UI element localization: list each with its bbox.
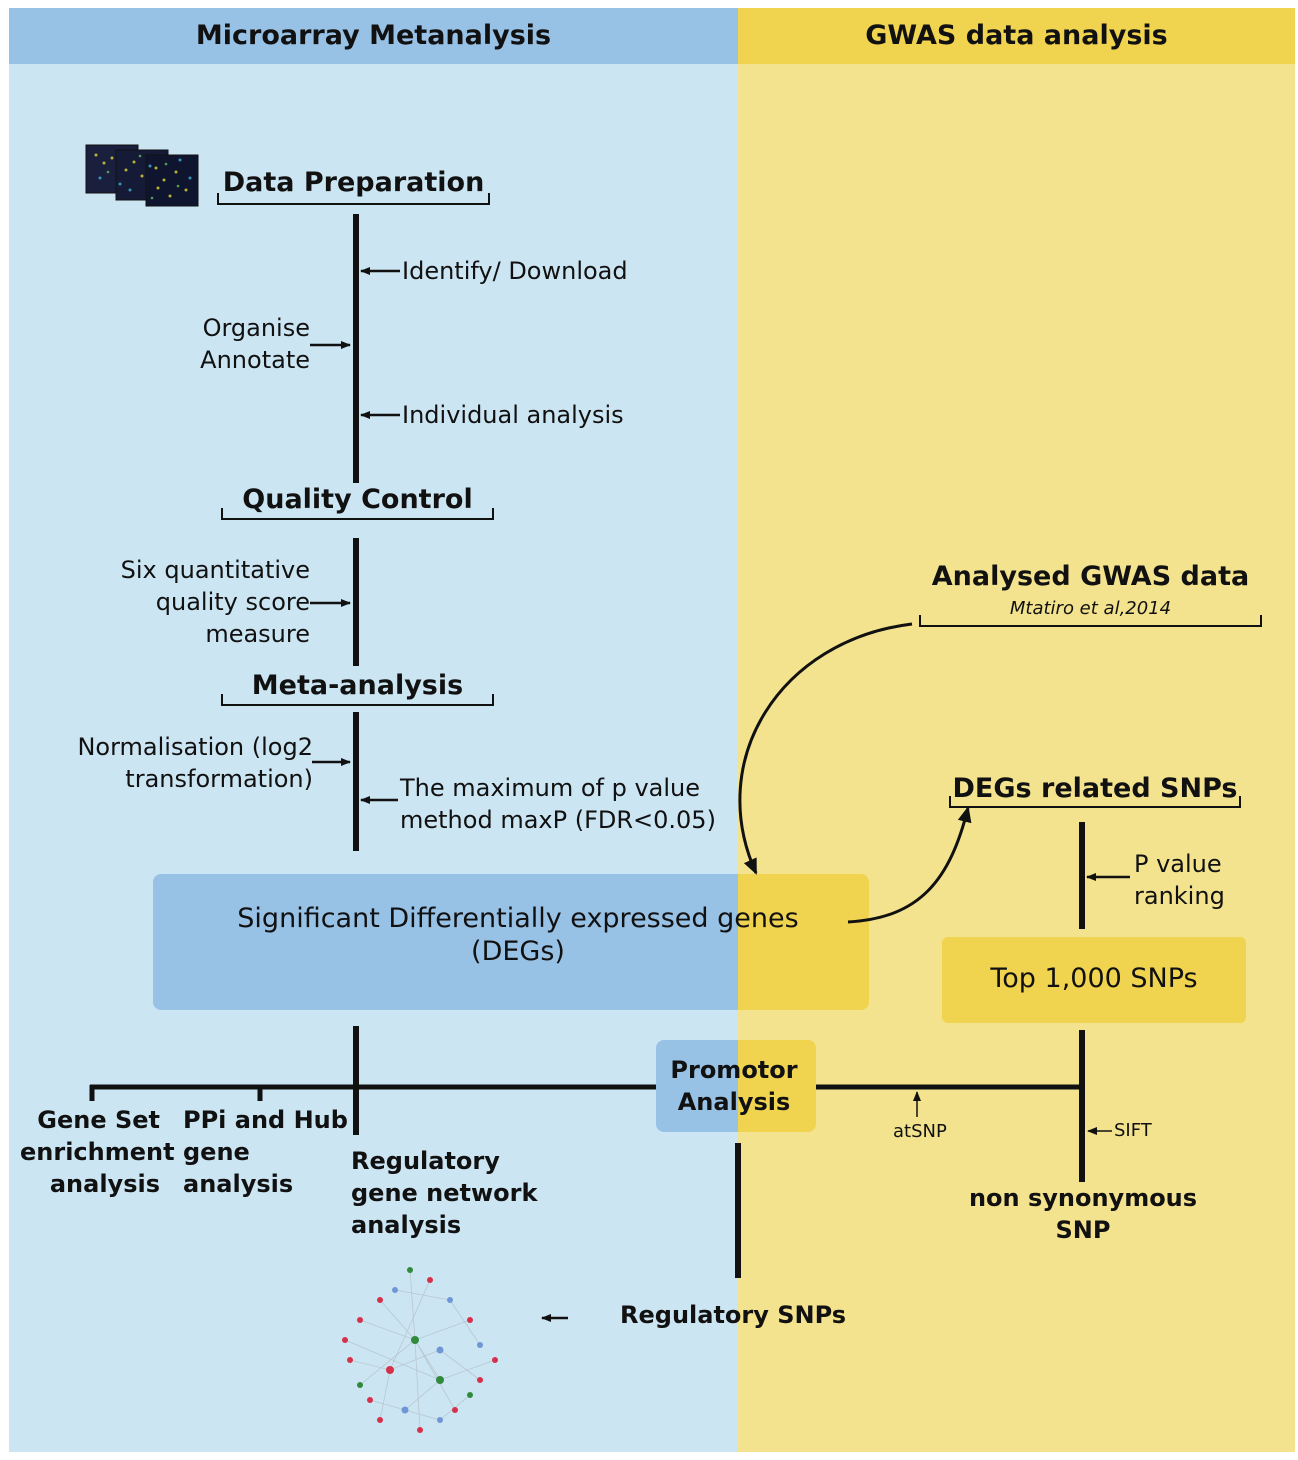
top-snps-box — [942, 937, 1246, 1023]
non-synonymous-snp-label: non synonymous SNP — [968, 1184, 1198, 1244]
gene-set-enrichment-label: Gene Set enrichment analysis — [20, 1106, 175, 1198]
meta-analysis-title: Meta-analysis — [251, 670, 464, 701]
gwas-header-bar — [738, 8, 1295, 64]
analysed-gwas-title: Analysed GWAS data — [931, 561, 1250, 592]
degs-label: Significant Differentially expressed gen… — [237, 903, 799, 967]
atsnp-label: atSNP — [893, 1121, 947, 1142]
quality-control-title: Quality Control — [242, 484, 473, 515]
gwas-panel — [738, 8, 1295, 1452]
bracket-data-prep — [217, 193, 490, 205]
quality-score-label: Six quantitative quality score measure — [120, 556, 310, 648]
identify-download-label: Identify/ Download — [402, 257, 628, 285]
degs-related-snps-title: DEGs related SNPs — [952, 773, 1238, 804]
regulatory-network-label: Regulatory gene network analysis — [351, 1147, 538, 1239]
normalisation-label: Normalisation (log2 transformation) — [77, 733, 313, 793]
pvalue-ranking-label: P value ranking — [1134, 850, 1225, 910]
microarray-panel — [9, 8, 738, 1452]
bracket-meta-analysis — [221, 694, 494, 706]
top-snps-label: Top 1,000 SNPs — [990, 963, 1198, 994]
bracket-quality-control — [221, 508, 494, 520]
regulatory-snps-label: Regulatory SNPs — [620, 1301, 847, 1329]
gwas-header: GWAS data analysis — [865, 20, 1168, 51]
maxp-label: The maximum of p value method maxP (FDR<… — [400, 774, 716, 834]
promotor-box — [656, 1040, 816, 1132]
organise-label: Organise Annotate — [200, 314, 310, 374]
data-preparation-title: Data Preparation — [222, 167, 485, 198]
curve-degs-to-related — [847, 806, 972, 924]
individual-analysis-label: Individual analysis — [402, 401, 624, 429]
curve-gwas-to-degs — [738, 622, 913, 875]
promotor-label: Promotor Analysis — [670, 1056, 798, 1116]
bracket-gwas — [919, 615, 1262, 627]
microarray-image — [85, 144, 199, 207]
gwas-citation: Mtatiro et al,2014 — [1009, 598, 1172, 619]
network-image — [342, 1267, 498, 1433]
sift-label: SIFT — [1114, 1120, 1152, 1141]
ppi-hub-label: PPi and Hub gene analysis — [183, 1106, 348, 1198]
bracket-related-snps — [949, 796, 1241, 808]
degs-box — [153, 874, 869, 1010]
microarray-header-bar — [9, 8, 738, 64]
microarray-header: Microarray Metanalysis — [195, 20, 552, 51]
